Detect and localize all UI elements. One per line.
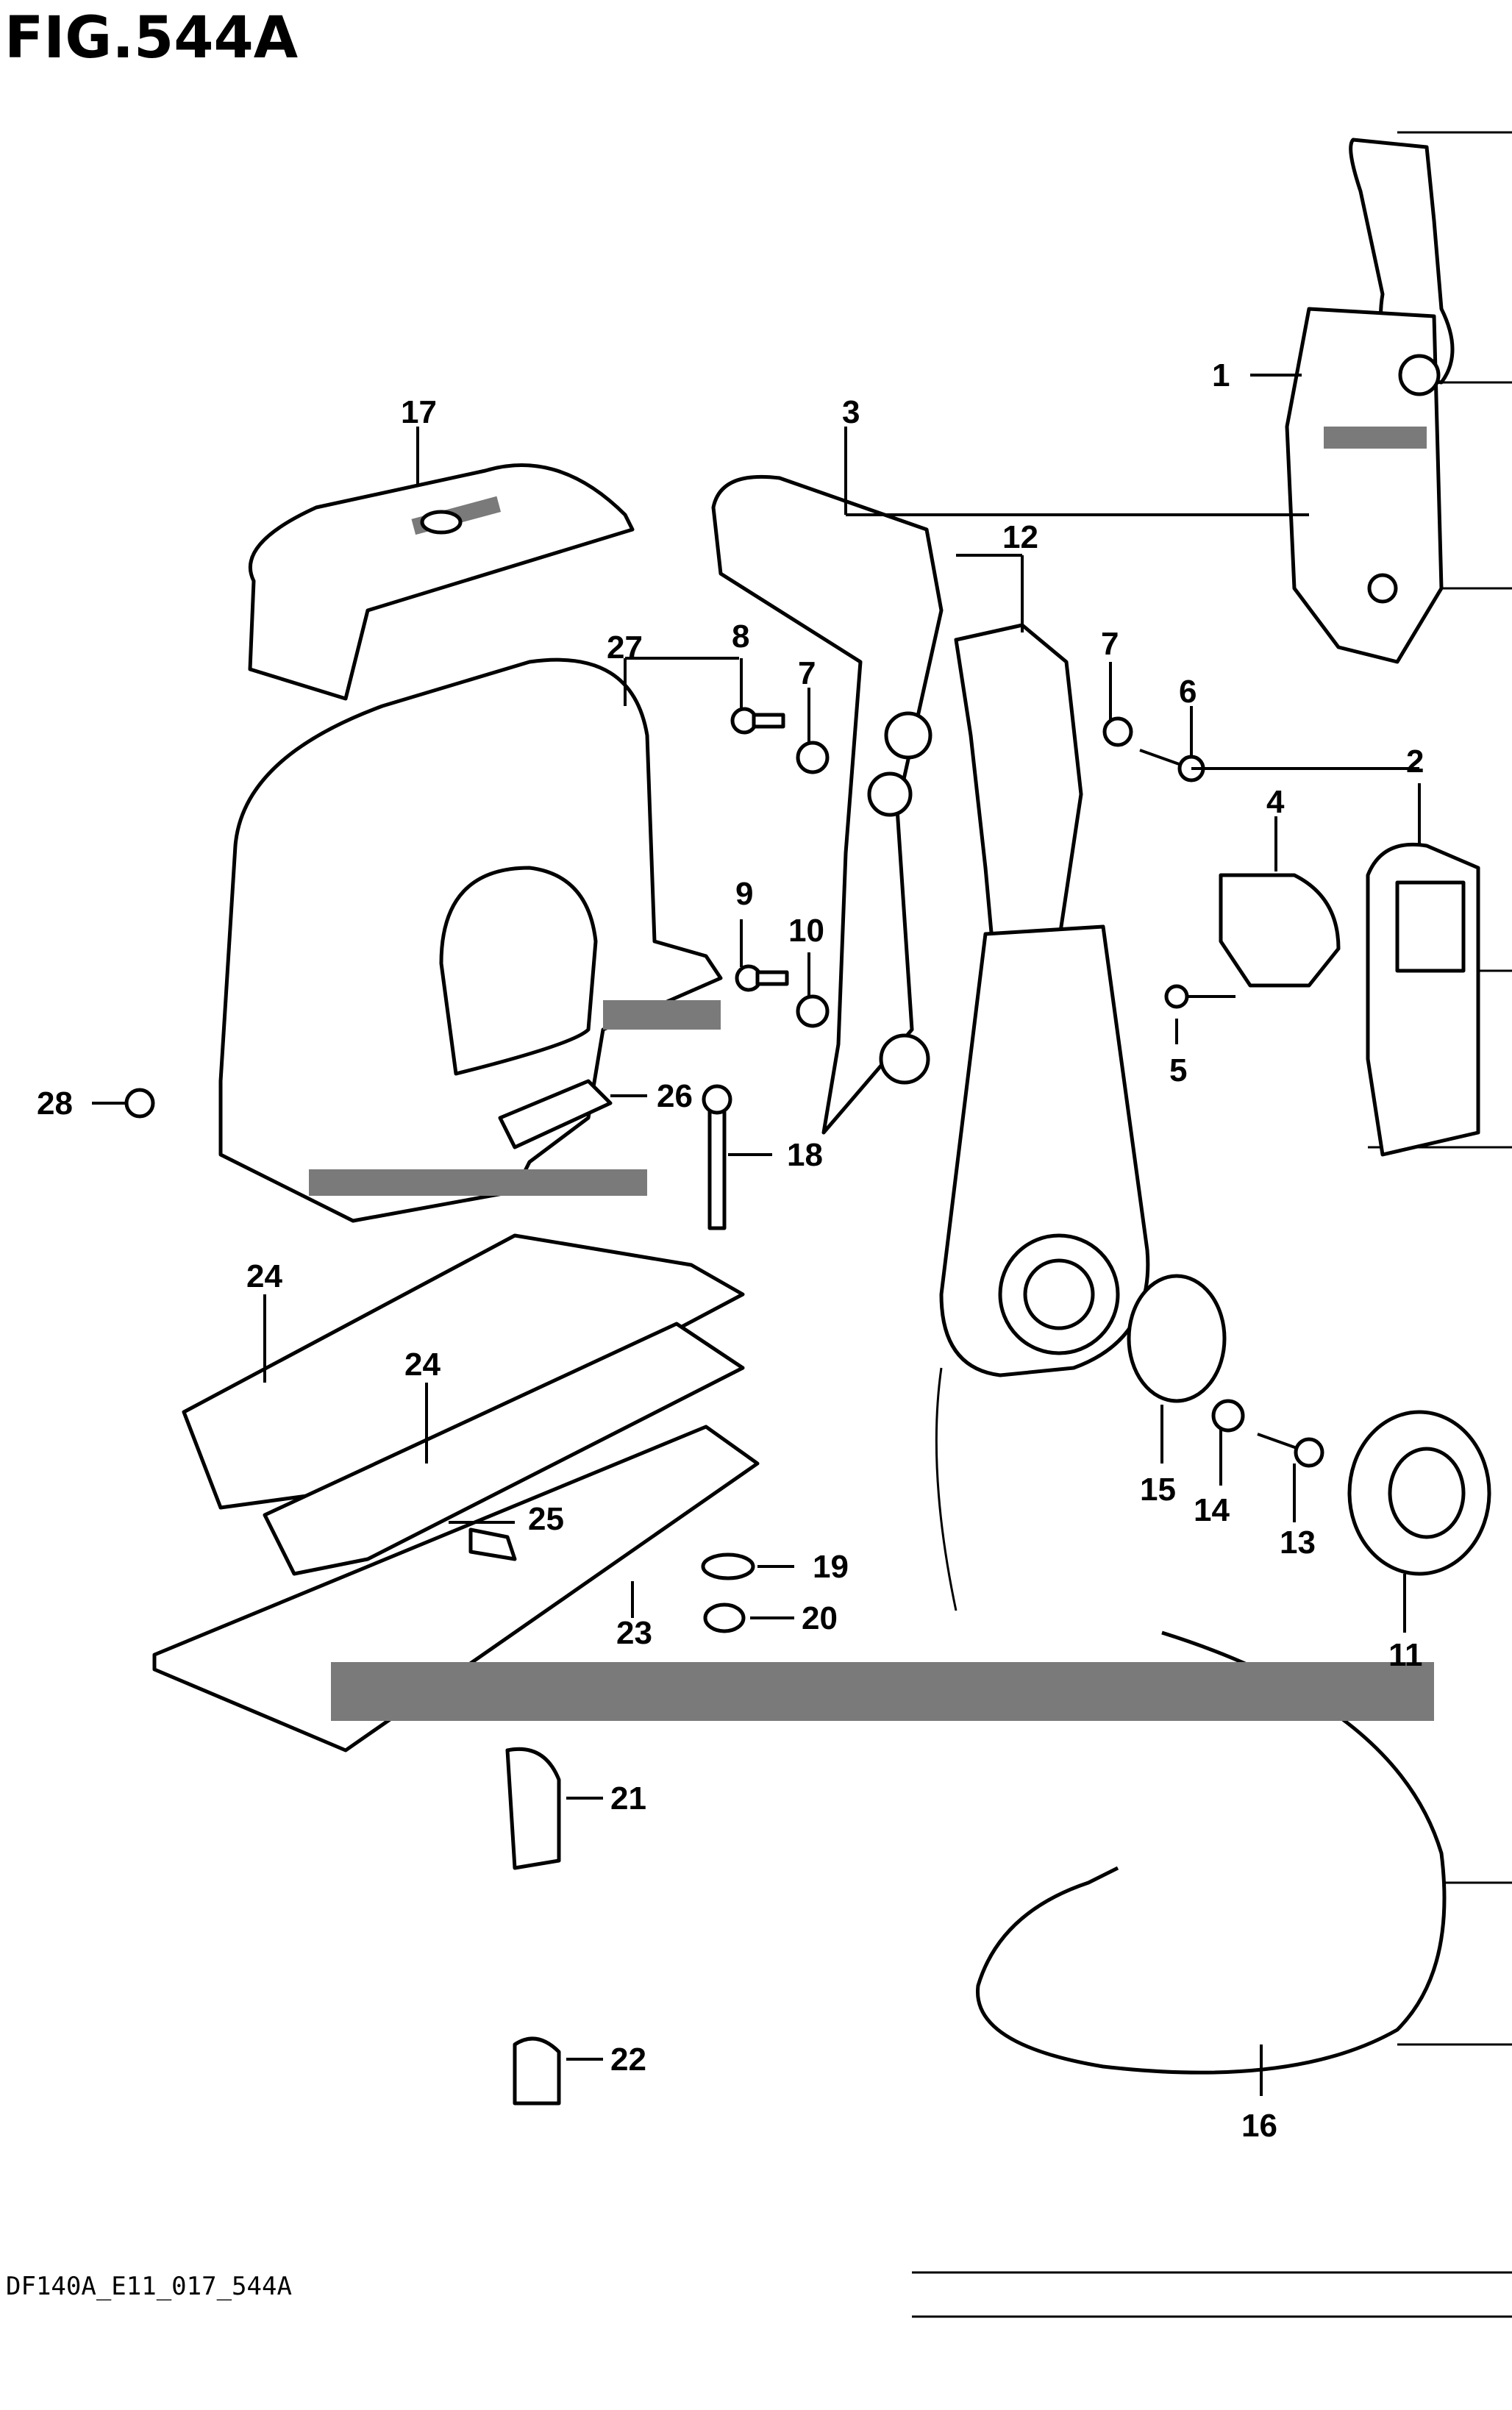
part-14-washer — [1211, 1399, 1245, 1433]
lever-body — [939, 924, 1150, 1377]
part-26-pad — [498, 1079, 613, 1149]
part-7-washer-right — [1102, 716, 1133, 747]
callout-15: 15 — [1140, 1472, 1176, 1508]
part-10-washer — [796, 994, 830, 1028]
callout-20: 20 — [802, 1600, 838, 1636]
part-25-screw — [468, 1527, 517, 1561]
callout-17: 17 — [401, 394, 437, 430]
callout-16: 16 — [1241, 2108, 1277, 2144]
part-6-screw — [1139, 749, 1205, 782]
part-15-plate — [1127, 1274, 1227, 1403]
part-24-bracket-upper — [182, 1233, 745, 1510]
part-9-screw — [735, 964, 789, 992]
callouts: 1 2 3 4 5 6 7 7 8 9 10 11 12 13 14 15 16… — [37, 357, 1424, 2144]
callout-18: 18 — [787, 1137, 823, 1173]
callout-22: 22 — [610, 2042, 646, 2078]
callout-8: 8 — [732, 618, 749, 655]
part-3-lever-arm — [711, 474, 944, 1135]
callout-27: 27 — [607, 630, 643, 666]
part-1-control-lever — [1285, 138, 1455, 664]
callout-25: 25 — [528, 1501, 564, 1537]
part-17-top-cover — [248, 463, 635, 701]
part-22-clamp — [513, 2036, 561, 2106]
callout-7-right: 7 — [1101, 626, 1119, 662]
callout-9: 9 — [735, 876, 753, 912]
callout-26: 26 — [657, 1078, 693, 1114]
callout-21: 21 — [610, 1780, 646, 1817]
part-28-screw — [124, 1088, 155, 1119]
figure-footer-code: DF140A_E11_017_544A — [6, 2272, 292, 2301]
figure-title: FIG.544A — [4, 5, 298, 71]
callout-12: 12 — [1002, 519, 1038, 555]
callout-23: 23 — [616, 1615, 652, 1651]
part-13-screw — [1257, 1433, 1324, 1468]
part-27-main-cover — [218, 657, 723, 1223]
callout-28: 28 — [37, 1085, 73, 1122]
callout-5: 5 — [1169, 1052, 1187, 1088]
callout-10: 10 — [788, 913, 824, 949]
part-8-screw — [730, 707, 785, 735]
part-18-bolt — [702, 1084, 732, 1230]
part-11-cap — [1347, 1410, 1491, 1576]
part-5-screw — [1164, 984, 1235, 1009]
callout-1: 1 — [1212, 357, 1230, 393]
callout-6: 6 — [1179, 674, 1197, 710]
callout-7-left: 7 — [798, 655, 816, 691]
part-24-bracket-lower — [263, 1322, 745, 1576]
callout-14: 14 — [1194, 1492, 1230, 1528]
callout-4: 4 — [1266, 784, 1285, 820]
part-19-washer — [701, 1552, 755, 1580]
callout-2: 2 — [1406, 744, 1424, 780]
part-2-switch-housing — [1366, 842, 1480, 1157]
part-20-nut — [703, 1602, 746, 1633]
callout-13: 13 — [1280, 1525, 1316, 1561]
part-23-base-plate — [152, 1425, 1434, 1753]
part-7-washer-left — [796, 741, 830, 774]
callout-19: 19 — [813, 1549, 849, 1585]
leader-lines — [92, 374, 1421, 2096]
callout-3: 3 — [842, 394, 860, 430]
part-16-wire-harness — [935, 1367, 1447, 2075]
callout-24-lower: 24 — [404, 1347, 441, 1383]
part-4-switch — [1219, 873, 1341, 988]
callout-24-upper: 24 — [246, 1258, 282, 1294]
callout-11: 11 — [1388, 1637, 1423, 1673]
part-21-clip — [505, 1747, 561, 1870]
part-12-lever-plate — [954, 623, 1083, 951]
